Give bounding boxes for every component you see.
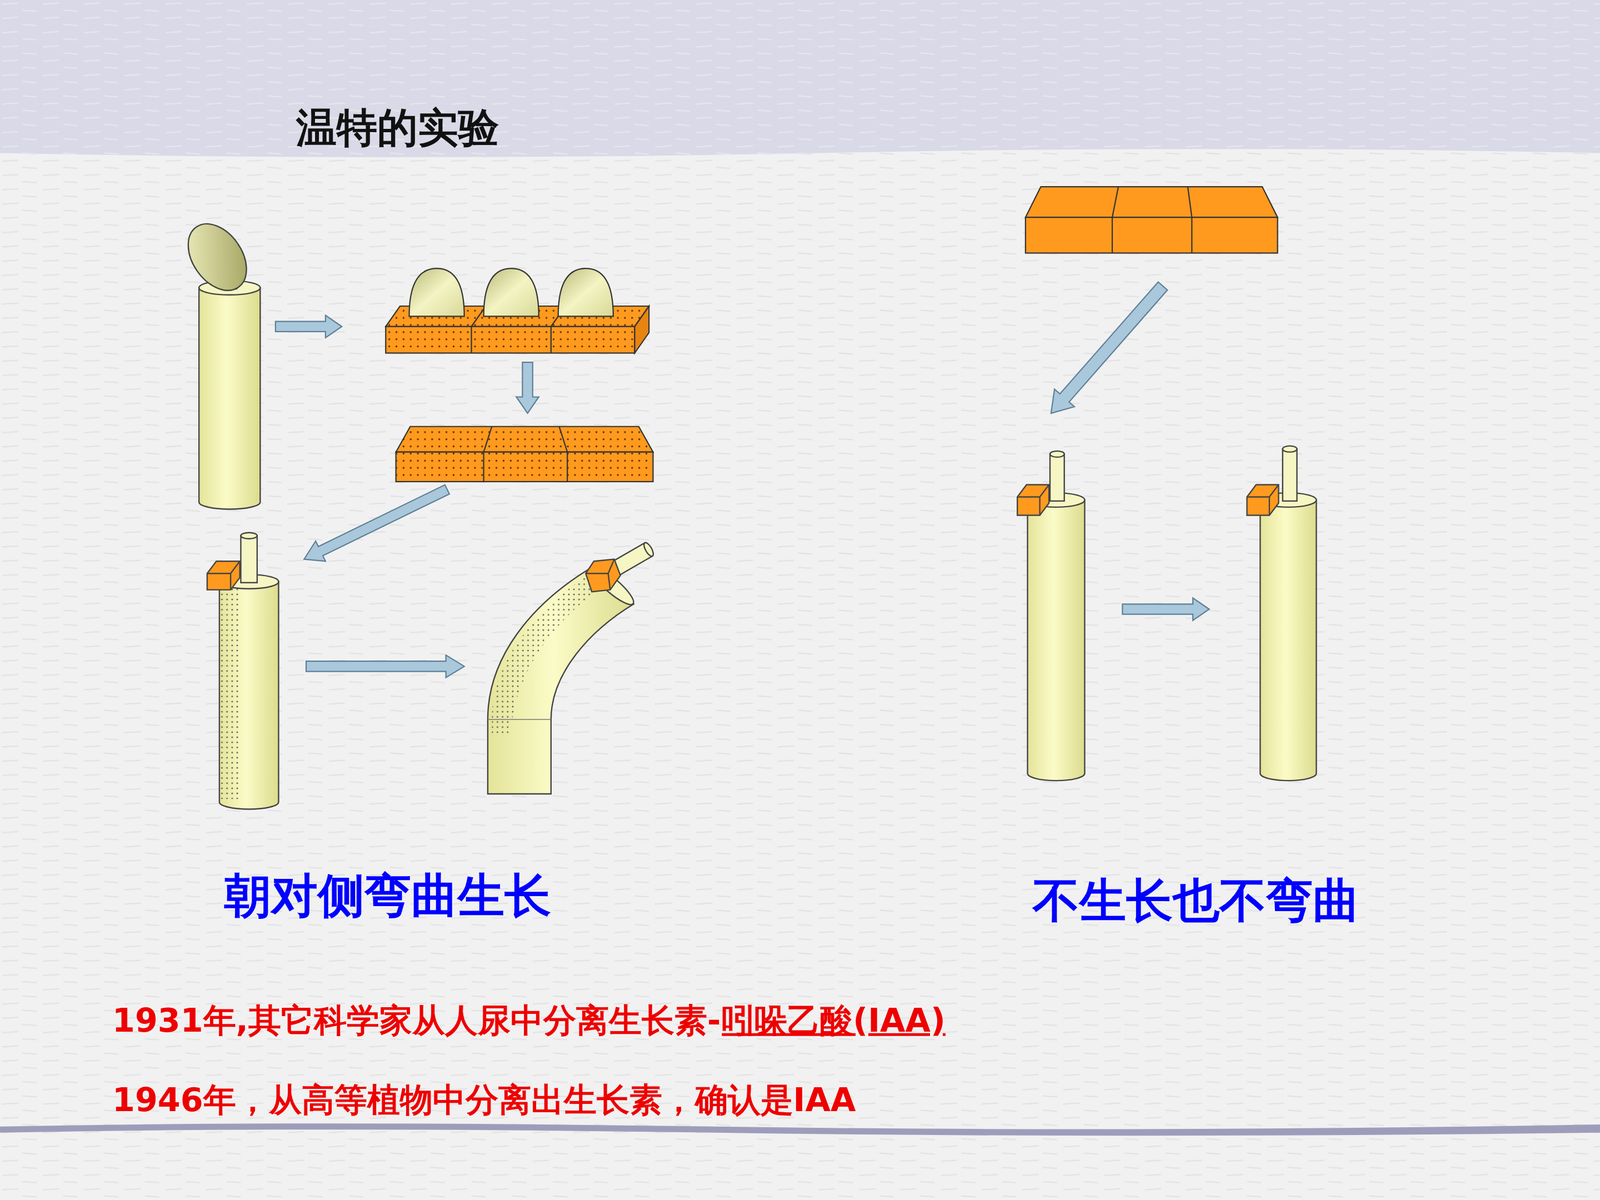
result-caption: 朝对侧弯曲生长 [224, 867, 552, 924]
history-note: 1946年，从高等植物中分离出生长素，确认是IAA [112, 1080, 856, 1120]
slide-title: 温特的实验 [296, 103, 499, 153]
result-caption: 不生长也不弯曲 [1032, 872, 1360, 929]
history-note: 1931年,其它科学家从人尿中分离生长素- [112, 1000, 721, 1040]
history-note: 吲哚乙酸(IAA) [721, 1000, 946, 1040]
